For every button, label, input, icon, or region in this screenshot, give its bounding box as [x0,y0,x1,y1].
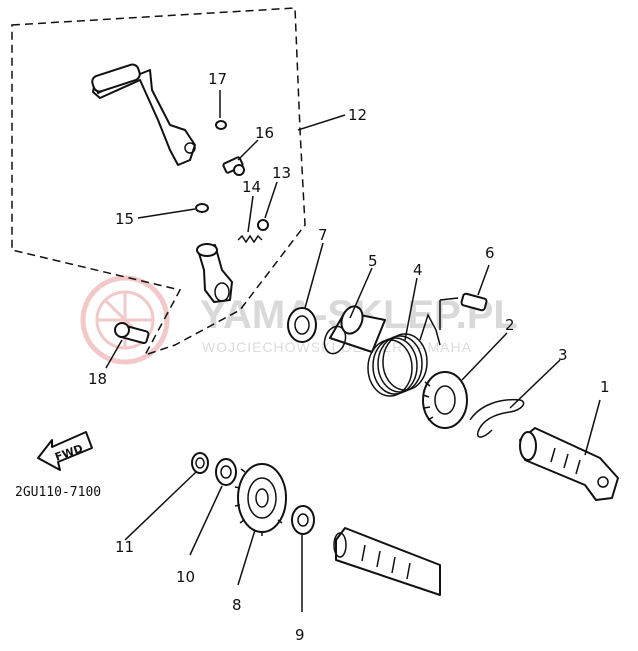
callout-13: 13 [272,164,291,182]
part-10-washer [215,458,237,486]
watermark-subtitle: WOJCIECHOWSKI DEALER YAMAHA [202,339,472,355]
part-5-collar [323,305,386,355]
callout-3: 3 [558,346,568,364]
shaft [333,527,441,596]
callout-16: 16 [255,124,274,142]
callout-10: 10 [176,568,195,586]
part-18-bolt [114,322,150,345]
fwd-arrow: FWD [37,431,93,471]
callout-18: 18 [88,370,107,388]
part-4-spring [367,313,441,397]
callout-2: 2 [505,316,515,334]
callout-7: 7 [318,226,328,244]
callout-4: 4 [413,261,423,279]
callout-1: 1 [600,378,610,396]
part-14-spring [237,234,263,244]
callout-5: 5 [368,252,378,270]
callout-14: 14 [242,178,261,196]
callout-12: 12 [348,106,367,124]
part-17-washer [215,120,227,130]
leader-lines [105,90,601,612]
callout-6: 6 [485,244,495,262]
diagram-code: 2GU110-7100 [15,485,101,500]
part-13-ball [257,219,269,231]
part-2-ratchet [422,371,468,429]
callout-9: 9 [295,626,305,644]
callouts: 1 2 3 4 5 6 7 8 9 10 11 12 13 14 15 16 1… [88,70,610,644]
callout-11: 11 [115,538,134,556]
callout-8: 8 [232,596,242,614]
kick-pedal-arm [91,63,196,166]
part-16-bolt [222,156,245,176]
part-1-kick-axle [519,427,619,501]
callout-17: 17 [208,70,227,88]
watermark-logo [80,275,170,365]
kick-boss [196,243,233,303]
part-11-circlip [191,452,209,474]
part-8-kick-gear [234,463,287,536]
part-3-clip [469,398,525,438]
callout-15: 15 [115,210,134,228]
part-6-pin [439,292,488,330]
part-7-oil-seal [287,307,317,343]
part-9-washer [291,505,315,535]
assembly-12-boundary [11,7,306,357]
watermark-logo-inner [95,290,155,350]
part-15-ball [195,203,209,213]
